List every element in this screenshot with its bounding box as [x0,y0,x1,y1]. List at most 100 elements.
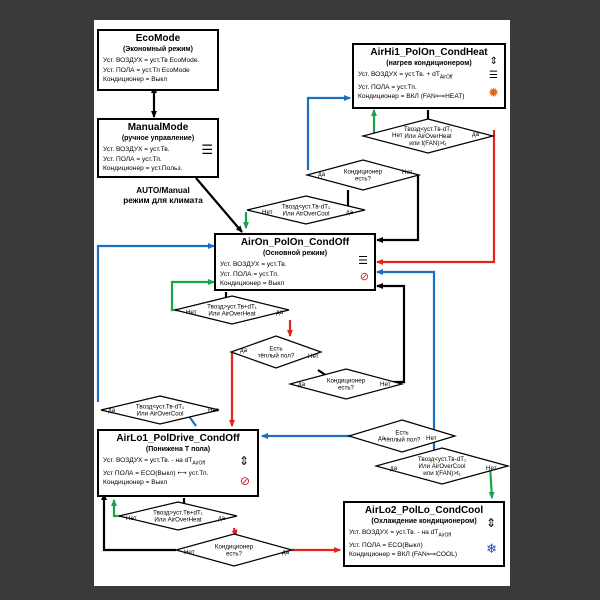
decision-diamond [118,501,238,531]
state-line: Уст. ПОЛА = уст.Тп. [103,155,162,163]
equals-icon: ☰ [358,254,368,267]
state-line: Уст. ВОЗДУХ = уст.Тв. [220,261,287,268]
edge-label-no: Нет [262,209,273,216]
state-subtitle: (Основной режим) [262,250,328,257]
no-fan-icon: ⊘ [359,270,369,283]
equals-icon: ☰ [489,70,498,81]
state-line: Кондиционер = ВКЛ (FAN⟺HEAT) [358,93,465,101]
lo1heat-no-arrow [111,499,120,518]
state-manualmode: ManualMode (ручное управление) Уст. ВОЗД… [97,118,219,178]
edge-label-yes: да [240,347,248,354]
decision-diamond [100,395,220,425]
state-subtitle: (Охлаждение кондиционером) [371,518,477,525]
decision-text: Твозд<уст.Тв-dT₁ [136,403,184,410]
state-line: Уст. ПОЛА = ECO(Выкл) [349,541,423,549]
state-subtitle: (Экономный режим) [123,46,193,53]
no-fan-icon: ⊘ [239,474,250,488]
decision-text: или t(FAN)>t₁ [423,470,461,477]
condmid-no-arrow [376,283,406,384]
decision-text: Твозд<уст.Тв-dT₁ [404,126,452,133]
edge-label-no: Нет [186,309,197,316]
decision-text: Или AirOverHeat [154,517,202,524]
decision-diamond [287,368,405,400]
up-down-arrows-icon: ⇕ [238,454,249,468]
decision-diamond [373,447,511,485]
airlo1-return-arrow [96,243,215,402]
up-down-arrows-icon: ⇕ [485,516,496,530]
airlo2-return-arrow [376,269,436,460]
state-title: AirHi1_PolOn_CondHeat [370,47,488,58]
state-title: AirLo1_PolDrive_CondOff [116,433,240,444]
state-title: ManualMode [127,122,189,133]
decision-text: Кондиционер [344,168,383,175]
decision-text: Твозд<уст.Тв-dT₁ [418,456,466,463]
state-line: Уст ПОЛА = ECO(Выкл) ⟷ уст.Тп. [103,469,209,477]
edge-label-no: Нет [308,353,319,360]
decision-text: или t(FAN)>t₁ [409,140,447,147]
heatcheck-no-arrow [376,130,496,265]
edge-label-yes: да [276,309,284,316]
sun-heat-icon: ✹ [488,86,499,101]
edge-label-no: Нет [208,407,219,414]
edge-label-yes: да [298,381,306,388]
state-title: EcoMode [135,33,181,44]
edge-label-no: Нет [402,169,413,176]
up-down-arrows-icon: ⇕ [489,56,498,67]
decision-text: есть? [355,176,372,183]
decision-text: тёплый пол? [384,437,421,444]
decision-text: Или AirOverCool [137,411,184,418]
state-line: Кондиционер = Выкл [103,76,168,83]
mode-note: AUTO/Manual режим для климата [123,186,203,205]
edge-label-no: Нет [380,381,391,388]
state-airlo2: AirLo2_PolLo_CondCool (Охлаждение кондиц… [343,501,505,567]
edge-label-yes: да [282,549,290,556]
edge-label-yes: да [318,171,326,178]
state-line: Кондиционер = Выкл [220,280,285,287]
edge-label-yes: да [378,435,386,442]
condbot-no-arrow [101,493,176,552]
decision-text: Твозд>уст.Тв+dT₁ [207,303,257,310]
edge-label-yes: да [472,131,480,138]
edge-label-no: Нет [486,465,497,472]
decision-diamond [174,295,290,325]
state-subtitle: (нагрев кондиционером) [386,60,472,67]
edge-label-yes: да [346,209,354,216]
state-line: Уст. ПОЛА = уст.Тп EcoMode [103,66,190,74]
decision-text: Или AirOverHeat [208,311,256,318]
state-airhi1: AirHi1_PolOn_CondHeat (нагрев кондиционе… [352,43,506,109]
decision-text: Кондиционер [215,543,254,550]
edge-label-no: Нет [392,132,403,139]
state-line: Уст. ПОЛА = уст.Тп. [220,270,279,278]
decision-text: Твозд>уст.Тв+dT₁ [153,509,203,516]
edge-label-yes: да [390,465,398,472]
manual-to-airon-arrow [195,177,243,233]
edge-label-yes: да [108,407,116,414]
decision-text: Или AirOverCool [283,211,330,218]
edge-label-yes: да [218,515,226,522]
decision-diamond [304,159,422,191]
decision-diamond [229,335,323,369]
state-airlo1: AirLo1_PolDrive_CondOff (Понижена Т пола… [97,429,259,497]
decision-text: Кондиционер [327,377,366,384]
state-line: Уст. ВОЗДУХ = уст.Тв. [103,146,170,153]
edge-label-no: Нет [426,435,437,442]
equals-icon: ☰ [201,143,213,158]
decision-text: Или AirOverCool [419,463,466,470]
decision-diamond [360,118,496,154]
state-line: Уст. ВОЗДУХ = уст.Тв. - на dTAirOff [349,529,452,539]
state-subtitle: (Понижена Т пола) [145,446,211,453]
state-line: Уст. ВОЗДУХ = уст.Тв. + dTAirOff [358,71,453,81]
decision-text: Есть [395,429,408,436]
decision-text: есть? [226,551,243,558]
